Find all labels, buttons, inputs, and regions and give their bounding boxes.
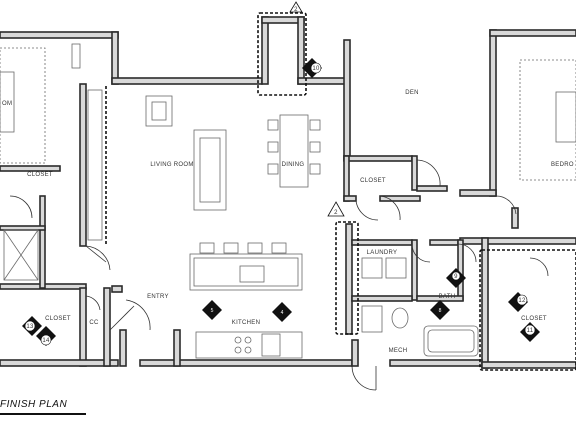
- room-label-laundry: LAUNDRY: [367, 250, 398, 256]
- plan-title: FINISH PLAN: [0, 399, 68, 410]
- room-label-closet-top: CLOSET: [360, 178, 386, 184]
- elevation-marker-14: 14: [36, 326, 56, 346]
- room-label-left-room: OM: [2, 101, 12, 107]
- elevation-marker-10: 10: [302, 58, 322, 78]
- svg-text:9: 9: [454, 274, 458, 280]
- room-label-entry: ENTRY: [147, 294, 169, 300]
- elevation-marker-8: 8: [430, 300, 450, 320]
- elevation-marker-9: 9: [446, 268, 466, 288]
- svg-text:8: 8: [439, 308, 442, 314]
- elevation-marker-11: 11: [520, 322, 540, 342]
- svg-text:12: 12: [518, 298, 526, 304]
- room-label-cc: CC: [89, 320, 99, 326]
- svg-text:14: 14: [42, 338, 50, 344]
- elevation-marker-5: 5: [202, 300, 222, 320]
- callout-box-top: [257, 12, 307, 96]
- section-marker-mid: 2: [327, 201, 345, 217]
- svg-text:11: 11: [527, 328, 534, 334]
- room-label-den: DEN: [405, 90, 419, 96]
- elevation-marker-12: 12: [508, 292, 528, 312]
- doors: [9, 159, 549, 391]
- callout-box-laundry: [335, 221, 359, 335]
- walls: [0, 16, 576, 369]
- svg-text:10: 10: [312, 66, 320, 72]
- furniture: [0, 43, 576, 359]
- elevation-marker-4: 4: [272, 302, 292, 322]
- svg-text:2: 2: [334, 210, 338, 216]
- room-label-kitchen: KITCHEN: [232, 320, 260, 326]
- callout-box-right: [479, 249, 576, 371]
- room-label-closet-bottom-left: CLOSET: [45, 316, 71, 322]
- room-label-bath: BATH: [439, 294, 456, 300]
- svg-text:5: 5: [211, 308, 214, 314]
- room-label-mech: MECH: [389, 348, 408, 354]
- elevation-marker-13: 13: [22, 316, 42, 336]
- svg-text:13: 13: [26, 324, 34, 330]
- room-label-closet-left: CLOSET: [27, 172, 53, 178]
- svg-text:2: 2: [294, 7, 298, 13]
- room-label-closet-right: CLOSET: [521, 316, 547, 322]
- title-underline: [0, 413, 86, 415]
- room-label-living-room: LIVING ROOM: [150, 162, 193, 168]
- room-label-bedroom: BEDRO: [551, 162, 574, 168]
- section-marker-top: 2: [289, 1, 303, 13]
- svg-text:4: 4: [281, 310, 284, 316]
- room-label-dining: DINING: [282, 162, 305, 168]
